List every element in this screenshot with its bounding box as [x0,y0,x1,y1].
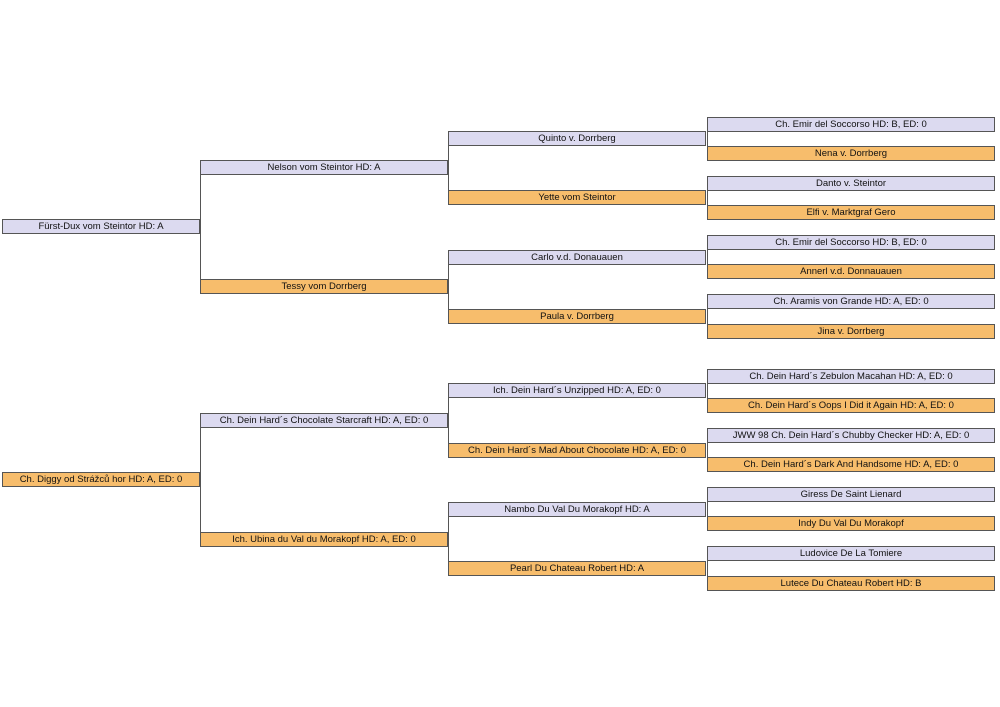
grandparent-box: Ich. Dein Hard´s Unzipped HD: A, ED: 0 [448,383,706,398]
parent-box: Nelson vom Steintor HD: A [200,160,448,175]
great-grandparent-box: Indy Du Val Du Morakopf [707,516,995,531]
parent-box: Ich. Ubina du Val du Morakopf HD: A, ED:… [200,532,448,547]
great-grandparent-box: JWW 98 Ch. Dein Hard´s Chubby Checker HD… [707,428,995,443]
great-grandparent-box: Lutece Du Chateau Robert HD: B [707,576,995,591]
grandparent-box: Nambo Du Val Du Morakopf HD: A [448,502,706,517]
great-grandparent-box: Danto v. Steintor [707,176,995,191]
great-grandparent-box: Ch. Dein Hard´s Oops I Did it Again HD: … [707,398,995,413]
great-grandparent-box: Giress De Saint Lienard [707,487,995,502]
grandparent-box: Quinto v. Dorrberg [448,131,706,146]
great-grandparent-box: Ludovice De La Tomiere [707,546,995,561]
subject-box: Fürst-Dux vom Steintor HD: A [2,219,200,234]
parent-box: Tessy vom Dorrberg [200,279,448,294]
grandparent-box: Pearl Du Chateau Robert HD: A [448,561,706,576]
great-grandparent-box: Jina v. Dorrberg [707,324,995,339]
subject-box: Ch. Diggy od Strážců hor HD: A, ED: 0 [2,472,200,487]
great-grandparent-box: Ch. Aramis von Grande HD: A, ED: 0 [707,294,995,309]
great-grandparent-box: Elfi v. Marktgraf Gero [707,205,995,220]
great-grandparent-box: Nena v. Dorrberg [707,146,995,161]
grandparent-box: Ch. Dein Hard´s Mad About Chocolate HD: … [448,443,706,458]
great-grandparent-box: Ch. Dein Hard´s Zebulon Macahan HD: A, E… [707,369,995,384]
great-grandparent-box: Ch. Emir del Soccorso HD: B, ED: 0 [707,117,995,132]
parent-box: Ch. Dein Hard´s Chocolate Starcraft HD: … [200,413,448,428]
great-grandparent-box: Ch. Dein Hard´s Dark And Handsome HD: A,… [707,457,995,472]
grandparent-box: Yette vom Steintor [448,190,706,205]
grandparent-box: Carlo v.d. Donauauen [448,250,706,265]
great-grandparent-box: Ch. Emir del Soccorso HD: B, ED: 0 [707,235,995,250]
great-grandparent-box: Annerl v.d. Donnauauen [707,264,995,279]
grandparent-box: Paula v. Dorrberg [448,309,706,324]
